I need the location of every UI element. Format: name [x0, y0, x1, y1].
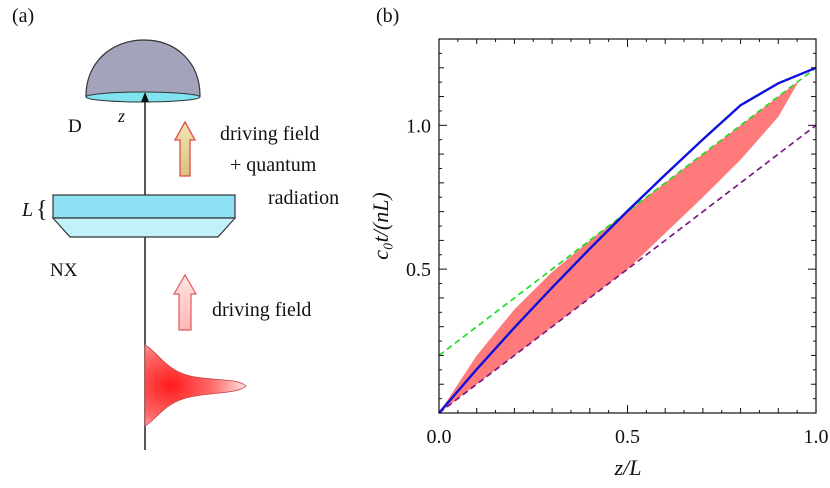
crystal-bottom [51, 217, 237, 238]
upper-arrow-icon [173, 120, 197, 177]
thickness-brace-icon: { [36, 197, 48, 223]
x-tick-label: 1.0 [804, 426, 829, 448]
crystal-label: NX [50, 260, 78, 281]
thickness-label: L [21, 199, 33, 221]
lower-arrow-text: driving field [212, 299, 311, 321]
shaded-region [439, 80, 799, 413]
x-tick-label: 0.5 [615, 426, 640, 448]
crystal [51, 194, 237, 238]
panel-a-label: (a) [12, 5, 34, 27]
lower-arrow-icon [172, 273, 198, 331]
pulse-icon [144, 344, 247, 427]
y-axis-title: c₀t/(nL) [368, 192, 393, 260]
ticks-layer: 0.0 0.5 1.0 0.5 1.0 [406, 38, 829, 448]
series-line-2 [438, 124, 817, 414]
detector-dome [85, 39, 201, 97]
y-tick-label: 0.5 [406, 259, 431, 281]
y-tick-label: 1.0 [406, 115, 431, 137]
detector [85, 39, 201, 103]
upper-arrow-text-1: driving field [220, 123, 319, 145]
series-line-1 [438, 67, 817, 357]
z-axis-label: z [117, 106, 125, 126]
x-axis-title: z/L [614, 455, 642, 480]
upper-arrow-text-3: radiation [268, 187, 339, 209]
panel-b-label: (b) [376, 5, 399, 27]
z-axis-arrowhead [141, 92, 149, 102]
plot-area [438, 66, 817, 414]
panel-a: (a) D z L { NX driving field + quantum r… [12, 5, 339, 450]
series-line-3 [438, 66, 817, 414]
detector-label: D [68, 116, 82, 137]
x-tick-label: 0.0 [427, 426, 452, 448]
series-layer [438, 66, 817, 414]
upper-arrow-text-2: + quantum [230, 154, 317, 176]
crystal-top [52, 194, 236, 219]
panel-b: (b) 0.0 0.5 1.0 0.5 1.0 z/L c₀t/(nL) [368, 5, 829, 480]
